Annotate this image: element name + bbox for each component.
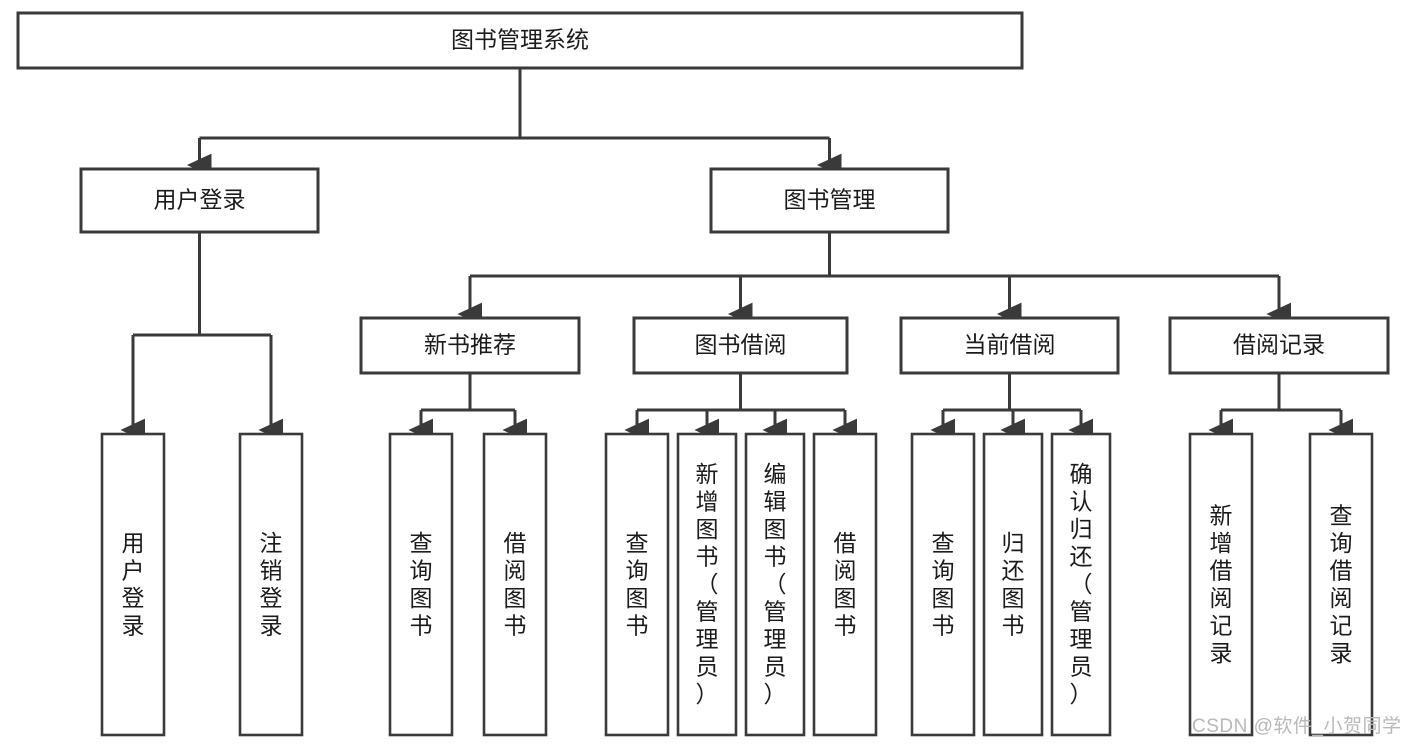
node-borrow-record[interactable]: 借阅记录	[1168, 316, 1390, 375]
node-leaf-add-book-box[interactable]	[676, 432, 738, 737]
node-leaf-query-record-label: 查询借阅记录	[1330, 502, 1353, 666]
node-leaf-confirm-return[interactable]: 确认归还（管理员）	[1050, 432, 1112, 737]
node-book-borrow-label: 图书借阅	[695, 332, 787, 358]
node-leaf-edit-book[interactable]: 编辑图书（管理员）	[744, 432, 806, 737]
node-leaf-add-record-box[interactable]	[1188, 432, 1254, 737]
node-leaf-add-record[interactable]: 新增借阅记录	[1188, 432, 1254, 737]
connector-layer	[120, 68, 1354, 442]
node-book-manage-label: 图书管理	[784, 187, 876, 213]
node-leaf-return-book-label: 归还图书	[1002, 530, 1025, 639]
node-leaf-user-logout[interactable]: 注销登录	[238, 432, 304, 737]
node-leaf-return-book[interactable]: 归还图书	[982, 432, 1044, 737]
node-leaf-user-login-label: 用户登录	[122, 530, 145, 639]
node-leaf-return-book-box[interactable]	[982, 432, 1044, 737]
node-leaf-query-book-3-box[interactable]	[910, 432, 976, 737]
node-leaf-query-book-2-label: 查询图书	[626, 530, 649, 639]
node-leaf-add-book[interactable]: 新增图书（管理员）	[676, 432, 738, 737]
node-leaf-query-book-1-box[interactable]	[388, 432, 454, 737]
node-leaf-user-login-box[interactable]	[100, 432, 166, 737]
node-leaf-query-book-1-label: 查询图书	[410, 530, 433, 639]
node-new-book-recommend-label: 新书推荐	[424, 332, 516, 358]
node-leaf-borrow-book-2[interactable]: 借阅图书	[812, 432, 878, 737]
node-book-borrow[interactable]: 图书借阅	[632, 316, 849, 375]
csdn-watermark: CSDN @软件_小贺同学	[1192, 715, 1401, 737]
node-leaf-edit-book-label: 编辑图书（管理员）	[764, 461, 787, 707]
node-leaf-borrow-book-1-box[interactable]	[482, 432, 548, 737]
node-book-manage-box[interactable]	[709, 167, 950, 234]
node-leaf-query-record[interactable]: 查询借阅记录	[1308, 432, 1374, 737]
node-leaf-query-book-3[interactable]: 查询图书	[910, 432, 976, 737]
node-book-manage[interactable]: 图书管理	[709, 167, 950, 234]
node-current-borrow-box[interactable]	[899, 316, 1120, 375]
node-leaf-confirm-return-box[interactable]	[1050, 432, 1112, 737]
node-current-borrow-label: 当前借阅	[964, 332, 1056, 358]
node-leaf-borrow-book-2-label: 借阅图书	[834, 530, 857, 639]
node-leaf-borrow-book-1[interactable]: 借阅图书	[482, 432, 548, 737]
node-new-book-recommend-box[interactable]	[359, 316, 581, 375]
node-root-label: 图书管理系统	[451, 27, 589, 53]
node-root[interactable]: 图书管理系统	[16, 11, 1024, 70]
node-leaf-query-book-2-box[interactable]	[604, 432, 670, 737]
node-leaf-borrow-book-2-box[interactable]	[812, 432, 878, 737]
node-new-book-recommend[interactable]: 新书推荐	[359, 316, 581, 375]
node-borrow-record-box[interactable]	[1168, 316, 1390, 375]
node-leaf-borrow-book-1-label: 借阅图书	[504, 530, 527, 639]
node-book-borrow-box[interactable]	[632, 316, 849, 375]
node-current-borrow[interactable]: 当前借阅	[899, 316, 1120, 375]
node-leaf-add-record-label: 新增借阅记录	[1210, 502, 1233, 666]
node-leaf-query-book-1[interactable]: 查询图书	[388, 432, 454, 737]
node-user-login-label: 用户登录	[154, 187, 246, 213]
node-leaf-edit-book-box[interactable]	[744, 432, 806, 737]
node-user-login[interactable]: 用户登录	[79, 167, 320, 234]
node-leaf-query-book-2[interactable]: 查询图书	[604, 432, 670, 737]
node-leaf-query-record-box[interactable]	[1308, 432, 1374, 737]
node-borrow-record-label: 借阅记录	[1233, 332, 1325, 358]
node-leaf-add-book-label: 新增图书（管理员）	[696, 461, 719, 707]
node-layer: 图书管理系统用户登录图书管理新书推荐图书借阅当前借阅借阅记录用户登录注销登录查询…	[16, 11, 1390, 737]
node-user-login-box[interactable]	[79, 167, 320, 234]
node-leaf-user-logout-box[interactable]	[238, 432, 304, 737]
node-leaf-user-login[interactable]: 用户登录	[100, 432, 166, 737]
node-leaf-user-logout-label: 注销登录	[260, 530, 283, 639]
node-leaf-query-book-3-label: 查询图书	[932, 530, 955, 639]
node-root-box[interactable]	[16, 11, 1024, 70]
node-leaf-confirm-return-label: 确认归还（管理员）	[1070, 461, 1093, 707]
